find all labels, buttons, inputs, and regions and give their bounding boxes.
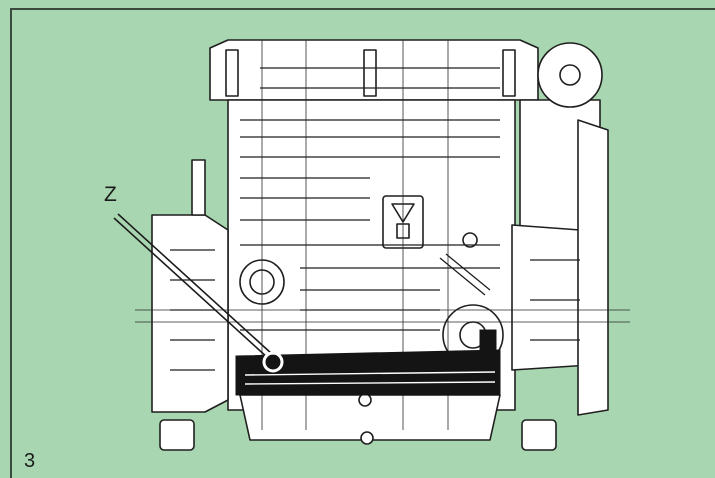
callout-label: Z — [104, 183, 117, 206]
right-foot — [521, 419, 557, 451]
left-foot — [159, 419, 195, 451]
front-pulley — [577, 119, 609, 416]
flywheel-housing — [151, 214, 229, 413]
figure-number: 3 — [24, 450, 36, 472]
callout-ring — [262, 351, 284, 373]
callout-pointer — [113, 213, 273, 359]
figure-frame — [10, 8, 715, 478]
